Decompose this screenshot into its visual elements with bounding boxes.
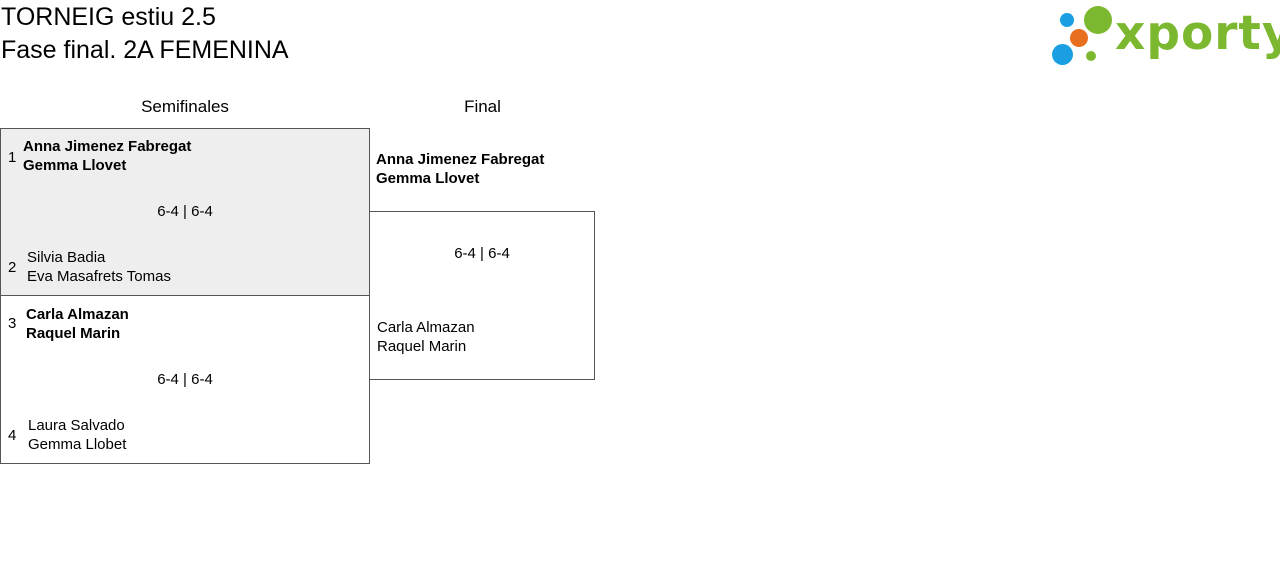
team-bottom: Silvia Badia Eva Masafrets Tomas xyxy=(27,248,171,286)
player-name: Gemma Llovet xyxy=(23,157,127,174)
player-name: Laura Salvado xyxy=(28,417,125,434)
match-score: 6-4 | 6-4 xyxy=(454,245,510,262)
semifinal-match-2[interactable]: 3 Carla Almazan Raquel Marin 6-4 | 6-4 4… xyxy=(0,295,370,464)
final-team-bottom: Carla Almazan Raquel Marin xyxy=(377,318,475,356)
player-name: Anna Jimenez Fabregat xyxy=(23,138,192,155)
seed-number: 1 xyxy=(8,149,17,166)
logo-dot-blue-small xyxy=(1060,13,1074,27)
player-name: Carla Almazan xyxy=(26,306,129,323)
match-score: 6-4 | 6-4 xyxy=(157,371,213,388)
final-team-top-winner: Anna Jimenez Fabregat Gemma Llovet xyxy=(376,150,544,188)
seed-number: 3 xyxy=(8,315,17,332)
round-label-semifinals: Semifinales xyxy=(141,97,229,116)
player-name: Raquel Marin xyxy=(377,338,467,355)
logo-dot-orange xyxy=(1070,29,1088,47)
player-name: Gemma Llobet xyxy=(28,436,127,453)
logo-text: xporty xyxy=(1115,6,1280,61)
player-name: Eva Masafrets Tomas xyxy=(27,268,171,285)
tournament-title: TORNEIG estiu 2.5 xyxy=(1,3,216,31)
final-match[interactable]: 6-4 | 6-4 Carla Almazan Raquel Marin xyxy=(369,211,595,380)
player-name: Carla Almazan xyxy=(377,319,475,336)
team-bottom: Laura Salvado Gemma Llobet xyxy=(28,416,126,454)
logo-dot-blue-large xyxy=(1052,44,1073,65)
logo-dot-green-small xyxy=(1086,51,1096,61)
semifinal-match-1[interactable]: 1 Anna Jimenez Fabregat Gemma Llovet 6-4… xyxy=(0,128,370,296)
phase-title: Fase final. 2A FEMENINA xyxy=(1,36,289,64)
player-name: Silvia Badia xyxy=(27,249,106,266)
xporty-logo[interactable]: xporty xyxy=(1050,2,1280,68)
player-name: Raquel Marin xyxy=(26,325,121,342)
player-name: Gemma Llovet xyxy=(376,170,480,187)
seed-number: 4 xyxy=(8,427,17,444)
match-score: 6-4 | 6-4 xyxy=(157,203,213,220)
round-label-final: Final xyxy=(464,97,501,116)
logo-dot-green xyxy=(1084,6,1112,34)
team-top-winner: Carla Almazan Raquel Marin xyxy=(26,305,129,343)
player-name: Anna Jimenez Fabregat xyxy=(376,151,545,168)
team-top-winner: Anna Jimenez Fabregat Gemma Llovet xyxy=(23,137,191,175)
seed-number: 2 xyxy=(8,259,17,276)
